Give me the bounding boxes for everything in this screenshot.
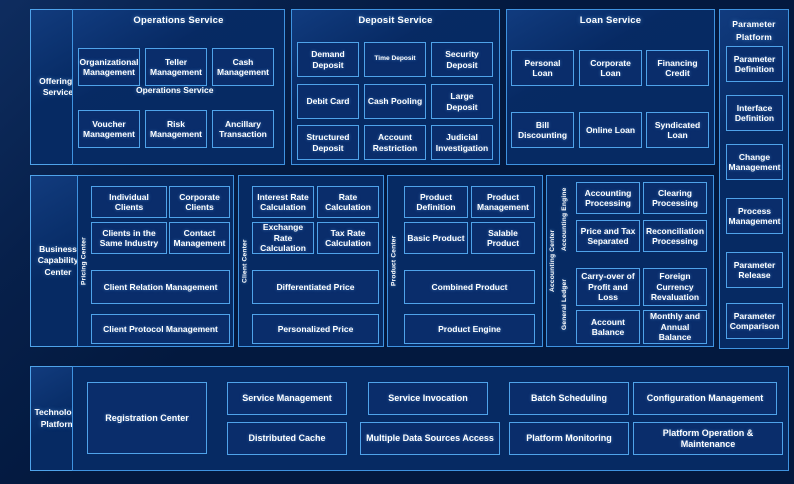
tile-distributed-cache[interactable]: Distributed Cache [227,422,347,455]
tile-carry-over-of-profit-and-loss[interactable]: Carry-over of Profit and Loss [576,268,640,306]
tile-monthly-and-annual-balance[interactable]: Monthly and Annual Balance [643,310,707,344]
tile-tax-rate-calculation[interactable]: Tax Rate Calculation [317,222,379,254]
tile-clearing-processing[interactable]: Clearing Processing [643,182,707,214]
tile-judicial-investigation[interactable]: Judicial Investigation [431,125,493,160]
tile-client-relation-management[interactable]: Client Relation Management [91,270,230,304]
group-loan-service-title: Loan Service [579,15,642,26]
group-accounting-center-vlabel: Accounting Center [549,229,556,293]
group-operations-service-title: Operations Service [133,15,224,26]
tile-product-engine[interactable]: Product Engine [404,314,535,344]
tile-product-management[interactable]: Product Management [471,186,535,218]
tile-foreign-currency-revaluation[interactable]: Foreign Currency Revaluation [643,268,707,306]
tile-configuration-management[interactable]: Configuration Management [633,382,777,415]
group-accounting-engine-vlabel: Accounting Engine [561,187,568,251]
tile-parameter-comparison[interactable]: Parameter Comparison [726,303,783,339]
layer-label-business-text: Business Capability Center [37,244,79,277]
group-client-center-vlabel: Client Center [241,239,249,283]
tile-account-balance[interactable]: Account Balance [576,310,640,344]
tile-platform-monitoring[interactable]: Platform Monitoring [509,422,629,455]
tile-contact-management[interactable]: Contact Management [169,222,230,254]
tile-client-protocol-management[interactable]: Client Protocol Management [91,314,230,344]
tile-organizational-management[interactable]: Organizational Management [78,48,140,86]
tile-product-definition[interactable]: Product Definition [404,186,468,218]
layer-label-technology-text: Technology Platform [34,407,82,429]
tile-demand-deposit[interactable]: Demand Deposit [297,42,359,77]
tile-security-deposit[interactable]: Security Deposit [431,42,493,77]
tile-time-deposit[interactable]: Time Deposit [364,42,426,77]
tile-cash-management[interactable]: Cash Management [212,48,274,86]
tile-accounting-processing[interactable]: Accounting Processing [576,182,640,214]
tile-voucher-management[interactable]: Voucher Management [78,110,140,148]
group-parameter-platform-title: Parameter Platform [732,19,776,42]
tile-process-management[interactable]: Process Management [726,198,783,234]
tile-online-loan[interactable]: Online Loan [579,112,642,148]
tile-change-management[interactable]: Change Management [726,144,783,180]
tile-interest-rate-calculation[interactable]: Interest Rate Calculation [252,186,314,218]
group-product-center-vlabel: Product Center [390,235,398,287]
tile-clients-in-the-same-industry[interactable]: Clients in the Same Industry [91,222,167,254]
tile-syndicated-loan[interactable]: Syndicated Loan [646,112,709,148]
group-general-ledger-vlabel: General Ledger [561,278,568,330]
tile-corporate-loan[interactable]: Corporate Loan [579,50,642,86]
tile-cash-pooling[interactable]: Cash Pooling [364,84,426,119]
tile-rate-calculation[interactable]: Rate Calculation [317,186,379,218]
group-deposit-service-title: Deposit Service [358,15,433,26]
tile-platform-operation-and-maintenance[interactable]: Platform Operation & Maintenance [633,422,783,455]
tile-differentiated-price[interactable]: Differentiated Price [252,270,379,304]
tile-basic-product[interactable]: Basic Product [404,222,468,254]
tile-individual-clients[interactable]: Individual Clients [91,186,167,218]
tile-personalized-price[interactable]: Personalized Price [252,314,379,344]
tile-corporate-clients[interactable]: Corporate Clients [169,186,230,218]
tile-multiple-data-sources-access[interactable]: Multiple Data Sources Access [360,422,500,455]
tile-reconciliation-processing[interactable]: Reconciliation Processing [643,220,707,252]
tile-price-and-tax-separated[interactable]: Price and Tax Separated [576,220,640,252]
tile-risk-management[interactable]: Risk Management [145,110,207,148]
tile-service-invocation[interactable]: Service Invocation [368,382,488,415]
tile-large-deposit[interactable]: Large Deposit [431,84,493,119]
tile-structured-deposit[interactable]: Structured Deposit [297,125,359,160]
tile-registration-center[interactable]: Registration Center [87,382,207,454]
layer-label-business: Business Capability Center [30,175,86,347]
tile-exchange-rate-calculation[interactable]: Exchange Rate Calculation [252,222,314,254]
tile-account-restriction[interactable]: Account Restriction [364,125,426,160]
tile-parameter-release[interactable]: Parameter Release [726,252,783,288]
tile-interface-definition[interactable]: Interface Definition [726,95,783,131]
tile-batch-scheduling[interactable]: Batch Scheduling [509,382,629,415]
tile-combined-product[interactable]: Combined Product [404,270,535,304]
tile-ancillary-transaction[interactable]: Ancillary Transaction [212,110,274,148]
tile-service-management[interactable]: Service Management [227,382,347,415]
group-operations-service-overlay-label: Operations Service [136,85,214,95]
tile-personal-loan[interactable]: Personal Loan [511,50,574,86]
tile-debit-card[interactable]: Debit Card [297,84,359,119]
tile-parameter-definition[interactable]: Parameter Definition [726,46,783,82]
tile-financing-credit[interactable]: Financing Credit [646,50,709,86]
group-pricing-center-vlabel: Pricing Center [80,237,88,285]
layer-label-offerings-text: Offerings Service [39,75,77,97]
tile-salable-product[interactable]: Salable Product [471,222,535,254]
tile-bill-discounting[interactable]: Bill Discounting [511,112,574,148]
tile-teller-management[interactable]: Teller Management [145,48,207,86]
